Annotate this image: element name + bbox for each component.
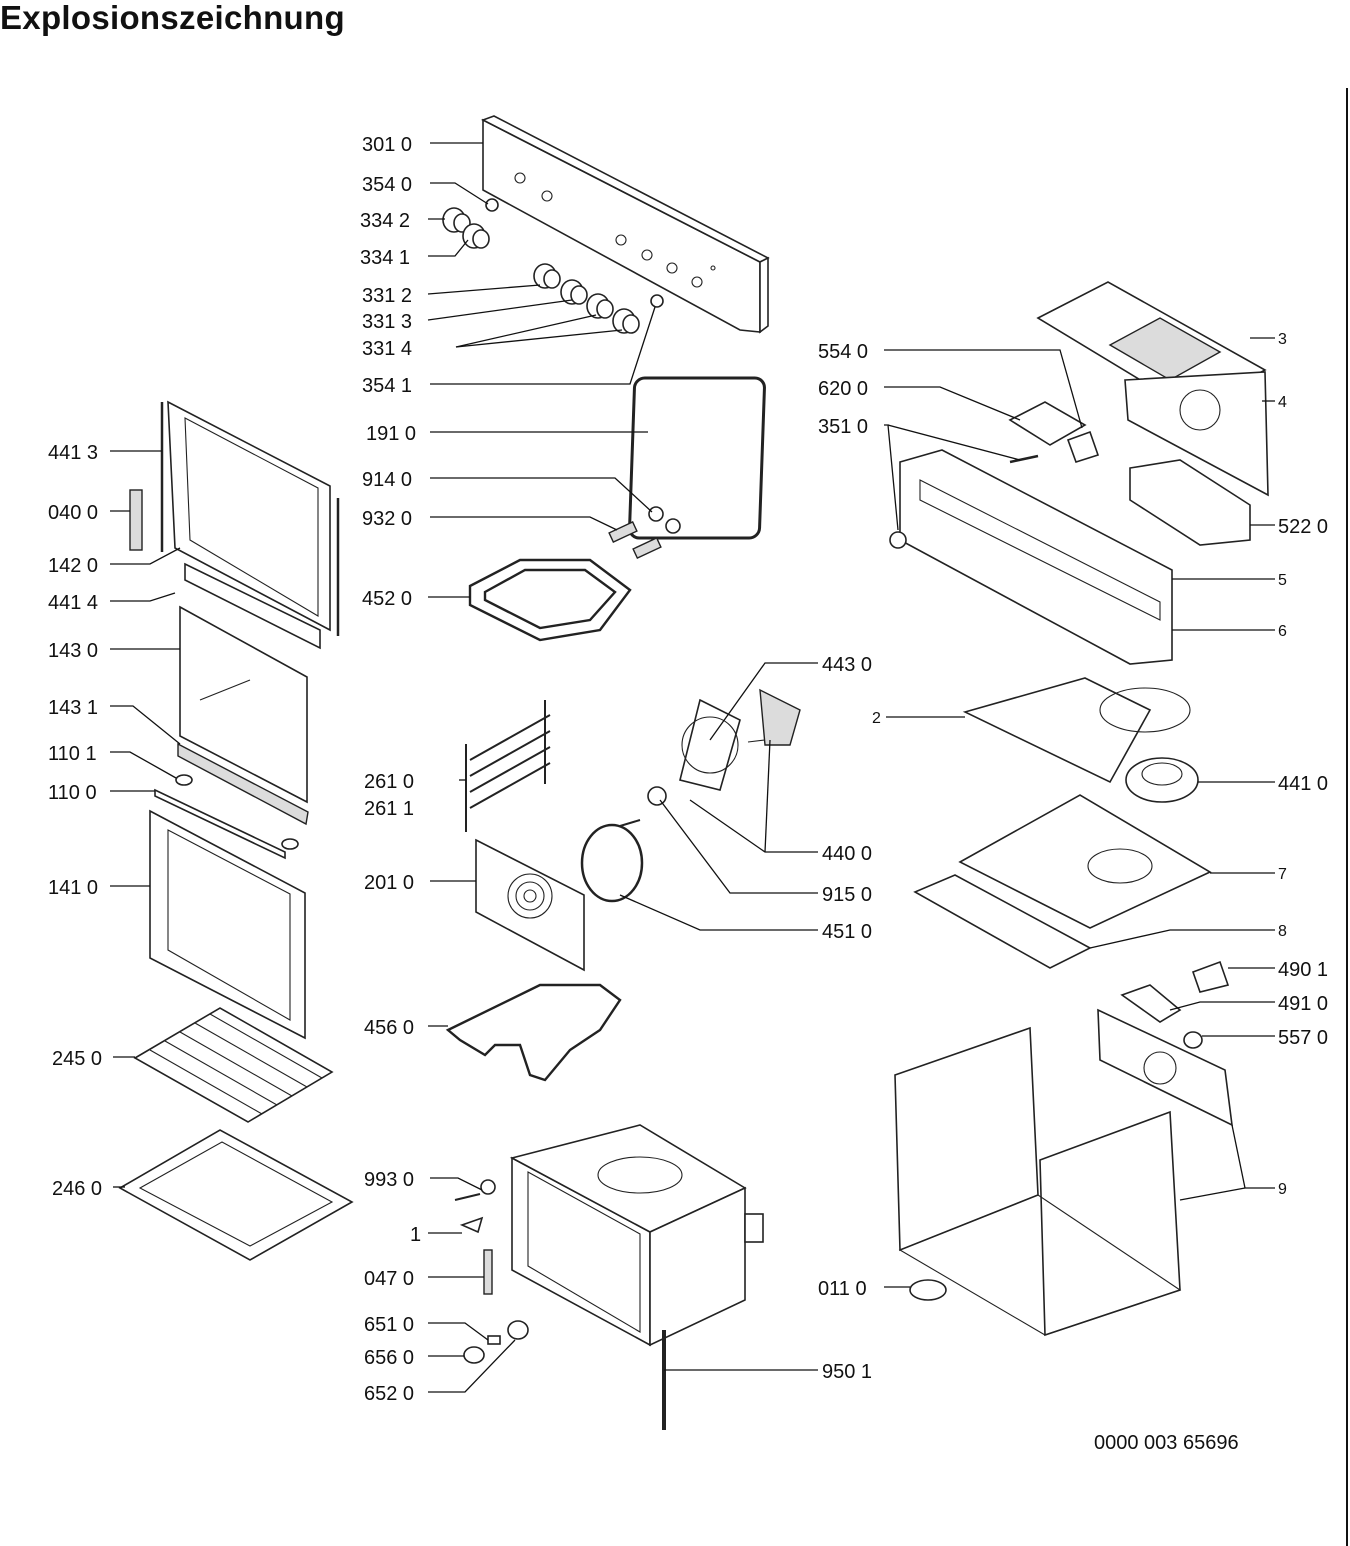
oven-door-drawing <box>129 400 340 1040</box>
part-label-456-0: 456 0 <box>364 1017 414 1039</box>
part-label-620-0: 620 0 <box>818 378 868 400</box>
part-label-950-1: 950 1 <box>822 1361 872 1383</box>
part-label-441-4: 441 4 <box>48 592 98 614</box>
part-label-652-0: 652 0 <box>364 1383 414 1405</box>
base-plates-drawing <box>913 794 1212 969</box>
part-label-334-1: 334 1 <box>360 247 410 269</box>
part-label-993-0: 993 0 <box>364 1169 414 1191</box>
part-label-441-3: 441 3 <box>48 442 98 464</box>
part-label-110-0: 110 0 <box>48 782 97 804</box>
grid-rack-drawing <box>133 1007 334 1123</box>
part-label-932-0: 932 0 <box>362 508 412 530</box>
part-label-047-0: 047 0 <box>364 1268 414 1290</box>
part-label-9: 9 <box>1278 1181 1287 1198</box>
lamp-parts-drawing <box>608 506 681 559</box>
baking-tray-drawing <box>118 1129 354 1261</box>
part-label-452-0: 452 0 <box>362 588 412 610</box>
switch-parts-drawing <box>1120 960 1230 1049</box>
front-frame-drawing <box>889 449 1173 665</box>
part-label-656-0: 656 0 <box>364 1347 414 1369</box>
part-label-351-0: 351 0 <box>818 416 868 438</box>
part-label-7: 7 <box>1278 866 1287 883</box>
bottom-heating-element-drawing <box>445 983 622 1082</box>
part-label-143-0: 143 0 <box>48 640 98 662</box>
part-label-261-1: 261 1 <box>364 798 414 820</box>
door-gasket-drawing <box>628 376 766 540</box>
part-label-011-0: 011 0 <box>818 1278 867 1300</box>
part-label-040-0: 040 0 <box>48 502 98 524</box>
part-label-142-0: 142 0 <box>48 555 98 577</box>
part-label-331-3: 331 3 <box>362 311 412 333</box>
top-heating-element-drawing <box>468 558 632 642</box>
part-label-354-0: 354 0 <box>362 174 412 196</box>
part-label-440-0: 440 0 <box>822 843 872 865</box>
part-label-491-0: 491 0 <box>1278 993 1328 1015</box>
part-label-441-0: 441 0 <box>1278 773 1328 795</box>
part-label-143-1: 143 1 <box>48 697 98 719</box>
leader-lines <box>110 142 1275 1393</box>
part-label-331-4: 331 4 <box>362 338 412 360</box>
part-label-5: 5 <box>1278 572 1287 589</box>
lamp-and-misc-drawing <box>454 1179 666 1430</box>
part-label-191-0: 191 0 <box>366 423 416 445</box>
part-label-3: 3 <box>1278 331 1287 348</box>
part-label-301-0: 301 0 <box>362 134 412 156</box>
part-label-554-0: 554 0 <box>818 341 868 363</box>
top-electronics-drawing <box>1008 281 1269 546</box>
cooling-fan-drawing <box>962 677 1199 803</box>
fan-motor-drawing <box>647 688 801 806</box>
fan-cover-drawing <box>475 838 585 972</box>
part-label-141-0: 141 0 <box>48 877 98 899</box>
ring-heating-element-drawing <box>580 819 644 903</box>
part-label-443-0: 443 0 <box>822 654 872 676</box>
oven-cavity-drawing <box>509 1124 764 1347</box>
knobs-drawing <box>442 198 664 334</box>
part-label-914-0: 914 0 <box>362 469 412 491</box>
part-label-1: 1 <box>410 1224 421 1246</box>
part-label-110-1: 110 1 <box>48 743 97 765</box>
part-label-4: 4 <box>1278 394 1287 411</box>
part-labels: 301 0 354 0 334 2 334 1 331 2 331 3 331 … <box>48 134 1328 1405</box>
part-label-557-0: 557 0 <box>1278 1027 1328 1049</box>
document-number: 0000 003 65696 <box>1094 1432 1239 1454</box>
part-label-8: 8 <box>1278 923 1287 940</box>
part-label-201-0: 201 0 <box>364 872 414 894</box>
part-label-6: 6 <box>1278 623 1287 640</box>
page-title: Explosionszeichnung <box>0 0 345 36</box>
part-label-2: 2 <box>872 710 881 727</box>
part-label-490-1: 490 1 <box>1278 959 1328 981</box>
page-edge-line <box>1346 88 1348 1546</box>
part-label-451-0: 451 0 <box>822 921 872 943</box>
part-label-915-0: 915 0 <box>822 884 872 906</box>
part-label-245-0: 245 0 <box>52 1048 102 1070</box>
side-racks-drawing <box>465 700 551 832</box>
part-label-246-0: 246 0 <box>52 1178 102 1200</box>
control-panel-drawing <box>481 115 770 334</box>
housing-frame-drawing <box>894 1008 1233 1337</box>
part-label-261-0: 261 0 <box>364 771 414 793</box>
part-label-522-0: 522 0 <box>1278 516 1328 538</box>
part-label-354-1: 354 1 <box>362 375 412 397</box>
part-label-331-2: 331 2 <box>362 285 412 307</box>
part-label-651-0: 651 0 <box>364 1314 414 1336</box>
part-label-334-2: 334 2 <box>360 210 410 232</box>
